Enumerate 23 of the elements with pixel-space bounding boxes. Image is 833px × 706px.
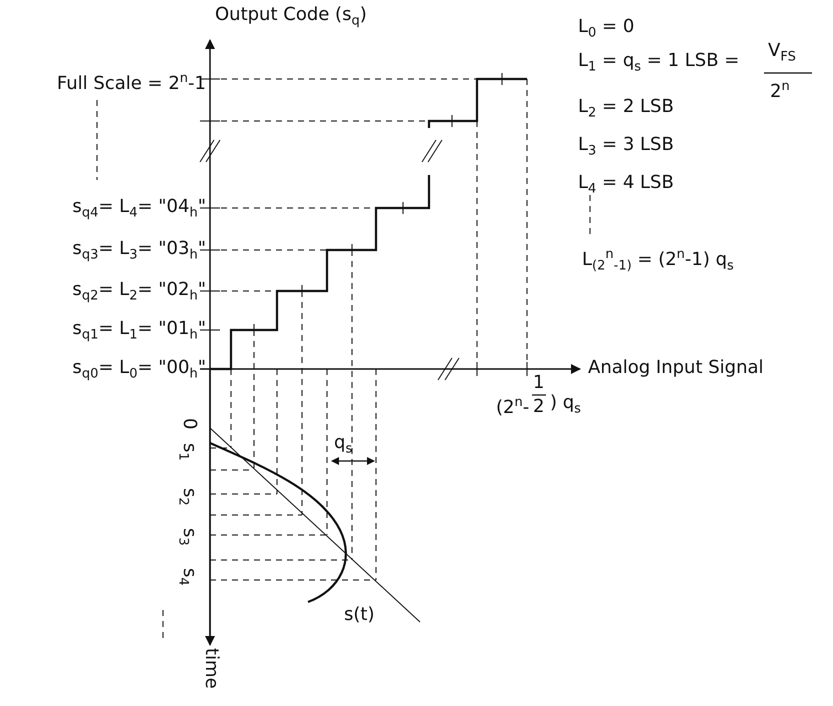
axis-value-label: (2$^{n}$- — [496, 394, 530, 419]
level-label: s$_{q4}$= L$_{4}$= "04$_{h}$" — [72, 196, 206, 223]
fraction-denominator: 2 — [533, 396, 544, 418]
curve-label: s(t) — [344, 604, 374, 626]
equation: L$_{2}$ = 2 LSB — [578, 96, 674, 123]
time-label: 0 — [178, 418, 200, 430]
equation: L$_{4}$ = 4 LSB — [578, 172, 674, 199]
equation: L$_{1}$ = q$_{s}$ = 1 LSB = — [578, 50, 740, 77]
fraction-numerator: 1 — [533, 372, 544, 394]
equation: L$_{0}$ = 0 — [578, 16, 634, 43]
axis-value-label: ) q$_{s}$ — [550, 392, 581, 419]
level-label: s$_{q2}$= L$_{2}$= "02$_{h}$" — [72, 279, 206, 306]
axis-value-label: Full Scale = 2$^{n}$-1 — [56, 70, 206, 95]
axis-title: Output Code (s$_{q}$) — [215, 4, 367, 31]
axis-title: Analog Input Signal — [588, 357, 764, 379]
dimension-label: q$_{s}$ — [334, 432, 352, 459]
level-label: s$_{q3}$= L$_{3}$= "03$_{h}$" — [72, 238, 206, 265]
level-label: s$_{q1}$= L$_{1}$= "01$_{h}$" — [72, 318, 206, 345]
fraction-denominator: 2$^{n}$ — [770, 78, 790, 103]
level-label: s$_{q0}$= L$_{0}$= "00$_{h}$" — [72, 357, 206, 384]
axis-title: time — [200, 648, 222, 689]
fraction-numerator: V$_{FS}$ — [768, 40, 796, 67]
equation: L$_{3}$ = 3 LSB — [578, 134, 674, 161]
